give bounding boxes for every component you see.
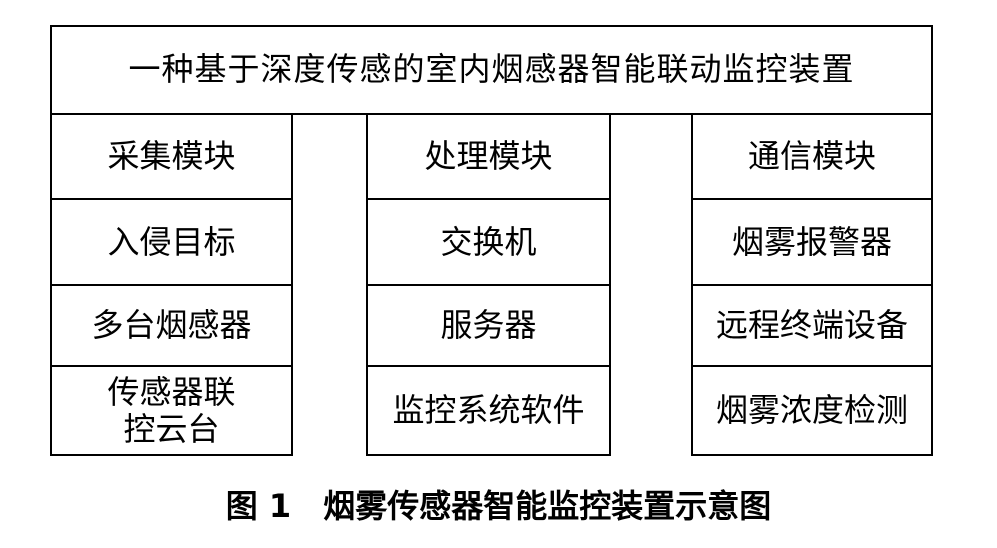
acquisition-module-header: 采集模块 xyxy=(50,113,293,200)
communication-item-smoke-concentration: 烟雾浓度检测 xyxy=(691,365,933,456)
processing-module-header: 处理模块 xyxy=(366,113,611,200)
communication-item-smoke-alarm: 烟雾报警器 xyxy=(691,198,933,286)
communication-module-header: 通信模块 xyxy=(691,113,933,200)
processing-item-monitoring-software: 监控系统软件 xyxy=(366,365,611,456)
device-title: 一种基于深度传感的室内烟感器智能联动监控装置 xyxy=(128,50,855,89)
communication-item-remote-terminal: 远程终端设备 xyxy=(691,284,933,367)
acquisition-item-smoke-detectors: 多台烟感器 xyxy=(50,284,293,367)
figure-caption: 图 1 烟雾传感器智能监控装置示意图 xyxy=(225,487,772,525)
device-title-box: 一种基于深度传感的室内烟感器智能联动监控装置 xyxy=(50,25,933,115)
processing-item-switch: 交换机 xyxy=(366,198,611,286)
acquisition-item-intrusion-target: 入侵目标 xyxy=(50,198,293,286)
processing-item-server: 服务器 xyxy=(366,284,611,367)
acquisition-item-sensor-gimbal: 传感器联控云台 xyxy=(50,365,293,456)
